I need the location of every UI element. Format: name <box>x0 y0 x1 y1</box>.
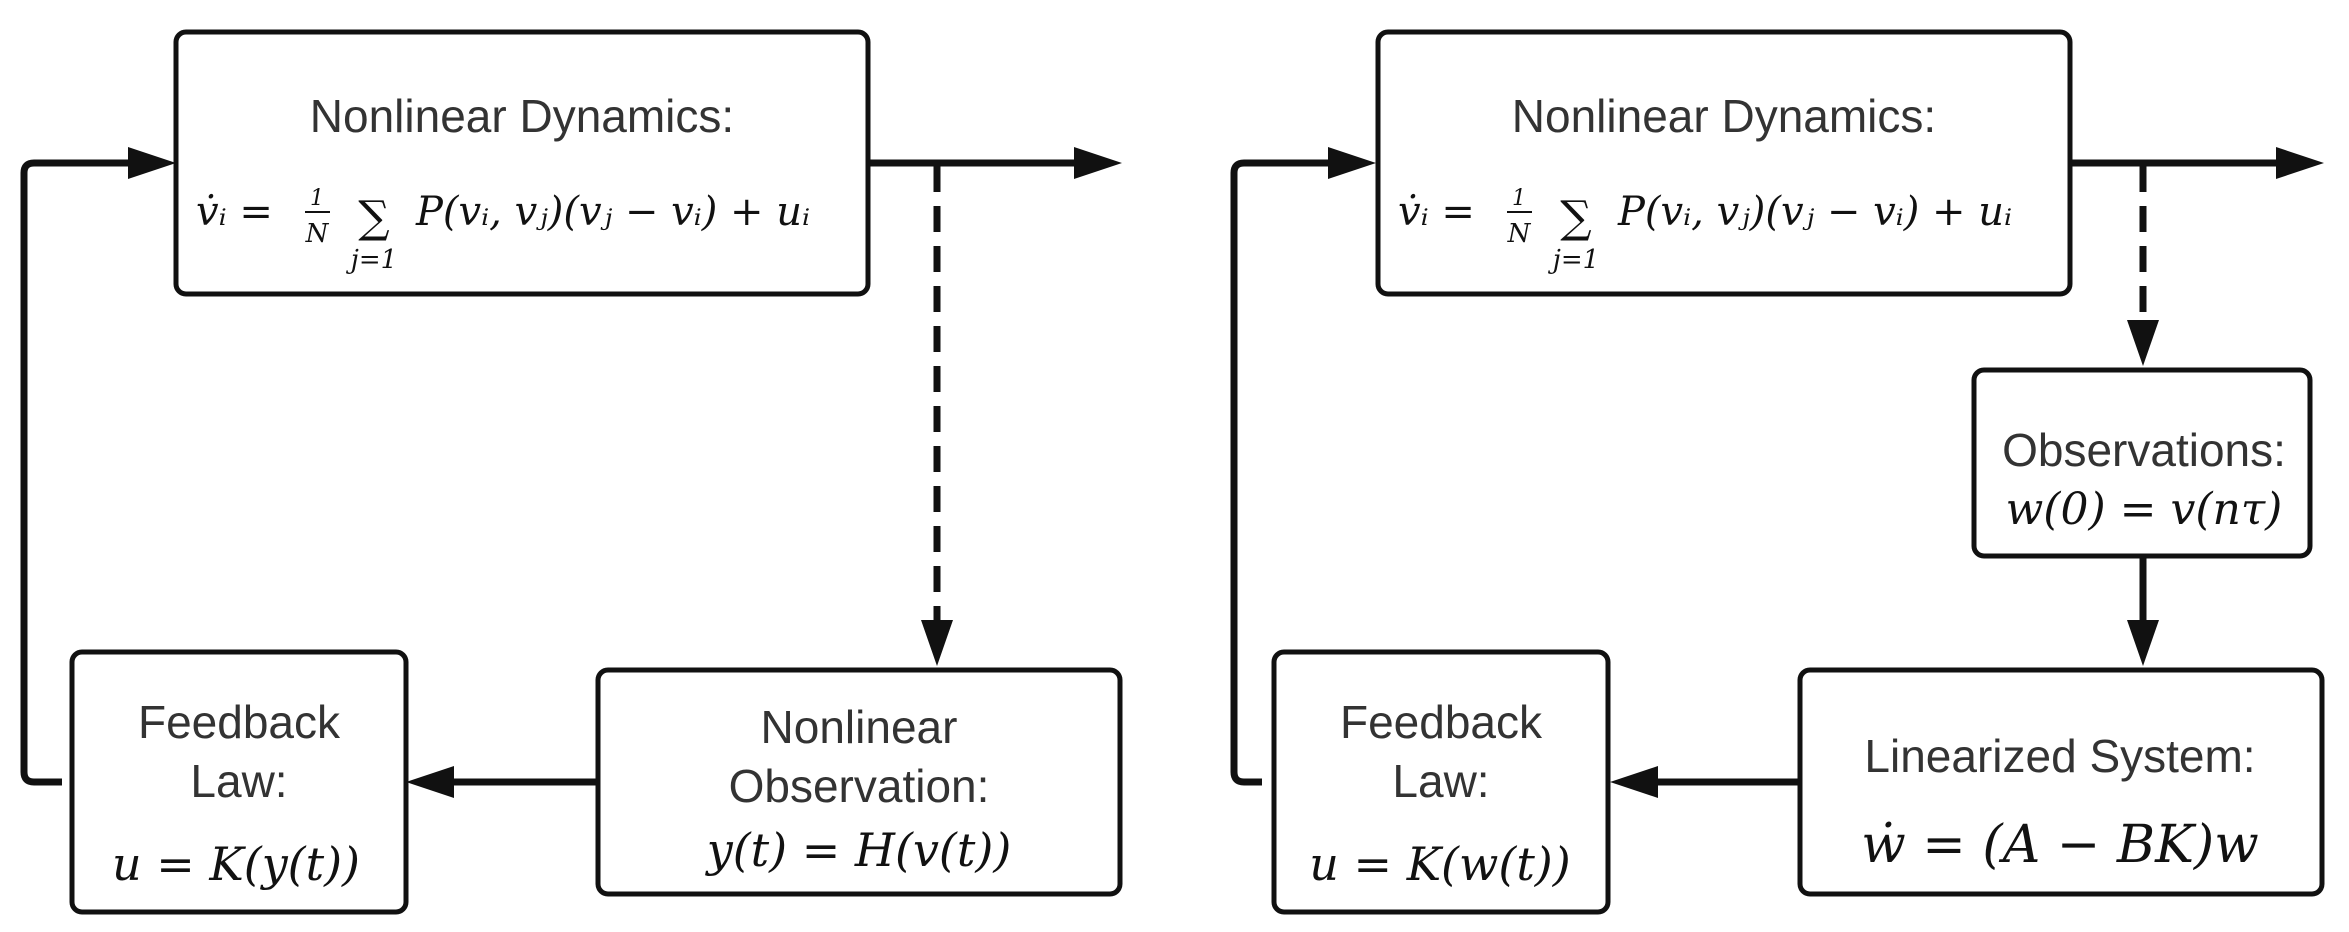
right-observations-title: Observations: <box>2002 424 2286 476</box>
svg-text:v̇ᵢ =: v̇ᵢ = <box>196 189 273 235</box>
svg-text:P(vᵢ, vⱼ)(vⱼ − vᵢ) + uᵢ: P(vᵢ, vⱼ)(vⱼ − vᵢ) + uᵢ <box>415 189 810 235</box>
left-observation-to-feedback-arrowhead <box>406 766 454 798</box>
left-feedback-equation: u = K(y(t)) <box>112 837 360 891</box>
left-observation-title-line1: Nonlinear <box>761 701 958 753</box>
right-observation-dashed-arrowhead <box>2127 320 2159 366</box>
left-observation-equation: y(t) = H(v(t)) <box>705 823 1012 877</box>
right-feedback-return-arrowhead <box>1328 147 1376 179</box>
left-dynamics-title: Nonlinear Dynamics: <box>310 90 734 142</box>
svg-text:1: 1 <box>1512 186 1526 211</box>
left-diagram: Nonlinear Dynamics: v̇ᵢ = 1 N ∑ j=1 P(vᵢ… <box>20 29 1123 915</box>
right-dynamics-title: Nonlinear Dynamics: <box>1512 90 1936 142</box>
right-linearized-box: Linearized System: ẇ = (A − BK)w <box>1797 667 2325 897</box>
svg-text:N: N <box>305 219 330 249</box>
left-feedback-return-arrowhead <box>128 147 176 179</box>
right-output-arrowhead <box>2276 147 2324 179</box>
svg-text:P(vᵢ, vⱼ)(vⱼ − vᵢ) + uᵢ: P(vᵢ, vⱼ)(vⱼ − vᵢ) + uᵢ <box>1617 189 2012 235</box>
left-feedback-box: Feedback Law: u = K(y(t)) <box>69 649 409 915</box>
left-feedback-title-line1: Feedback <box>138 696 341 748</box>
right-observations-equation: w(0) = v(nτ) <box>2006 484 2283 535</box>
right-observations-box: Observations: w(0) = v(nτ) <box>1971 367 2313 559</box>
left-dynamics-equation: v̇ᵢ = 1 N ∑ j=1 P(vᵢ, vⱼ)(vⱼ − vᵢ) + uᵢ <box>196 186 810 275</box>
left-observation-title-line2: Observation: <box>729 760 990 812</box>
svg-text:∑: ∑ <box>358 192 389 243</box>
right-feedback-box: Feedback Law: u = K(w(t)) <box>1271 649 1611 915</box>
svg-text:j=1: j=1 <box>346 245 397 275</box>
right-linearized-to-feedback-arrowhead <box>1610 766 1658 798</box>
left-feedback-return-line <box>20 159 130 786</box>
svg-text:j=1: j=1 <box>1548 245 1599 275</box>
left-observation-dashed-arrowhead <box>921 620 953 666</box>
right-observations-to-linearized-arrowhead <box>2127 620 2159 666</box>
right-feedback-return-line <box>1230 159 1330 786</box>
svg-text:1: 1 <box>310 186 324 211</box>
right-diagram: Nonlinear Dynamics: v̇ᵢ = 1 N ∑ j=1 P(vᵢ… <box>1230 29 2325 915</box>
right-feedback-title-line1: Feedback <box>1340 696 1543 748</box>
right-dynamics-equation: v̇ᵢ = 1 N ∑ j=1 P(vᵢ, vⱼ)(vⱼ − vᵢ) + uᵢ <box>1398 186 2012 275</box>
right-linearized-title: Linearized System: <box>1864 730 2255 782</box>
svg-text:N: N <box>1507 219 1532 249</box>
left-observation-box: Nonlinear Observation: y(t) = H(v(t)) <box>595 667 1123 897</box>
left-output-arrowhead <box>1074 147 1122 179</box>
svg-text:v̇ᵢ =: v̇ᵢ = <box>1398 189 1475 235</box>
right-feedback-equation: u = K(w(t)) <box>1309 837 1570 891</box>
right-linearized-equation: ẇ = (A − BK)w <box>1861 815 2258 875</box>
right-dynamics-box: Nonlinear Dynamics: v̇ᵢ = 1 N ∑ j=1 P(vᵢ… <box>1375 29 2073 297</box>
svg-text:∑: ∑ <box>1560 192 1591 243</box>
left-dynamics-box: Nonlinear Dynamics: v̇ᵢ = 1 N ∑ j=1 P(vᵢ… <box>173 29 871 297</box>
right-feedback-title-line2: Law: <box>1392 755 1489 807</box>
left-feedback-title-line2: Law: <box>190 755 287 807</box>
